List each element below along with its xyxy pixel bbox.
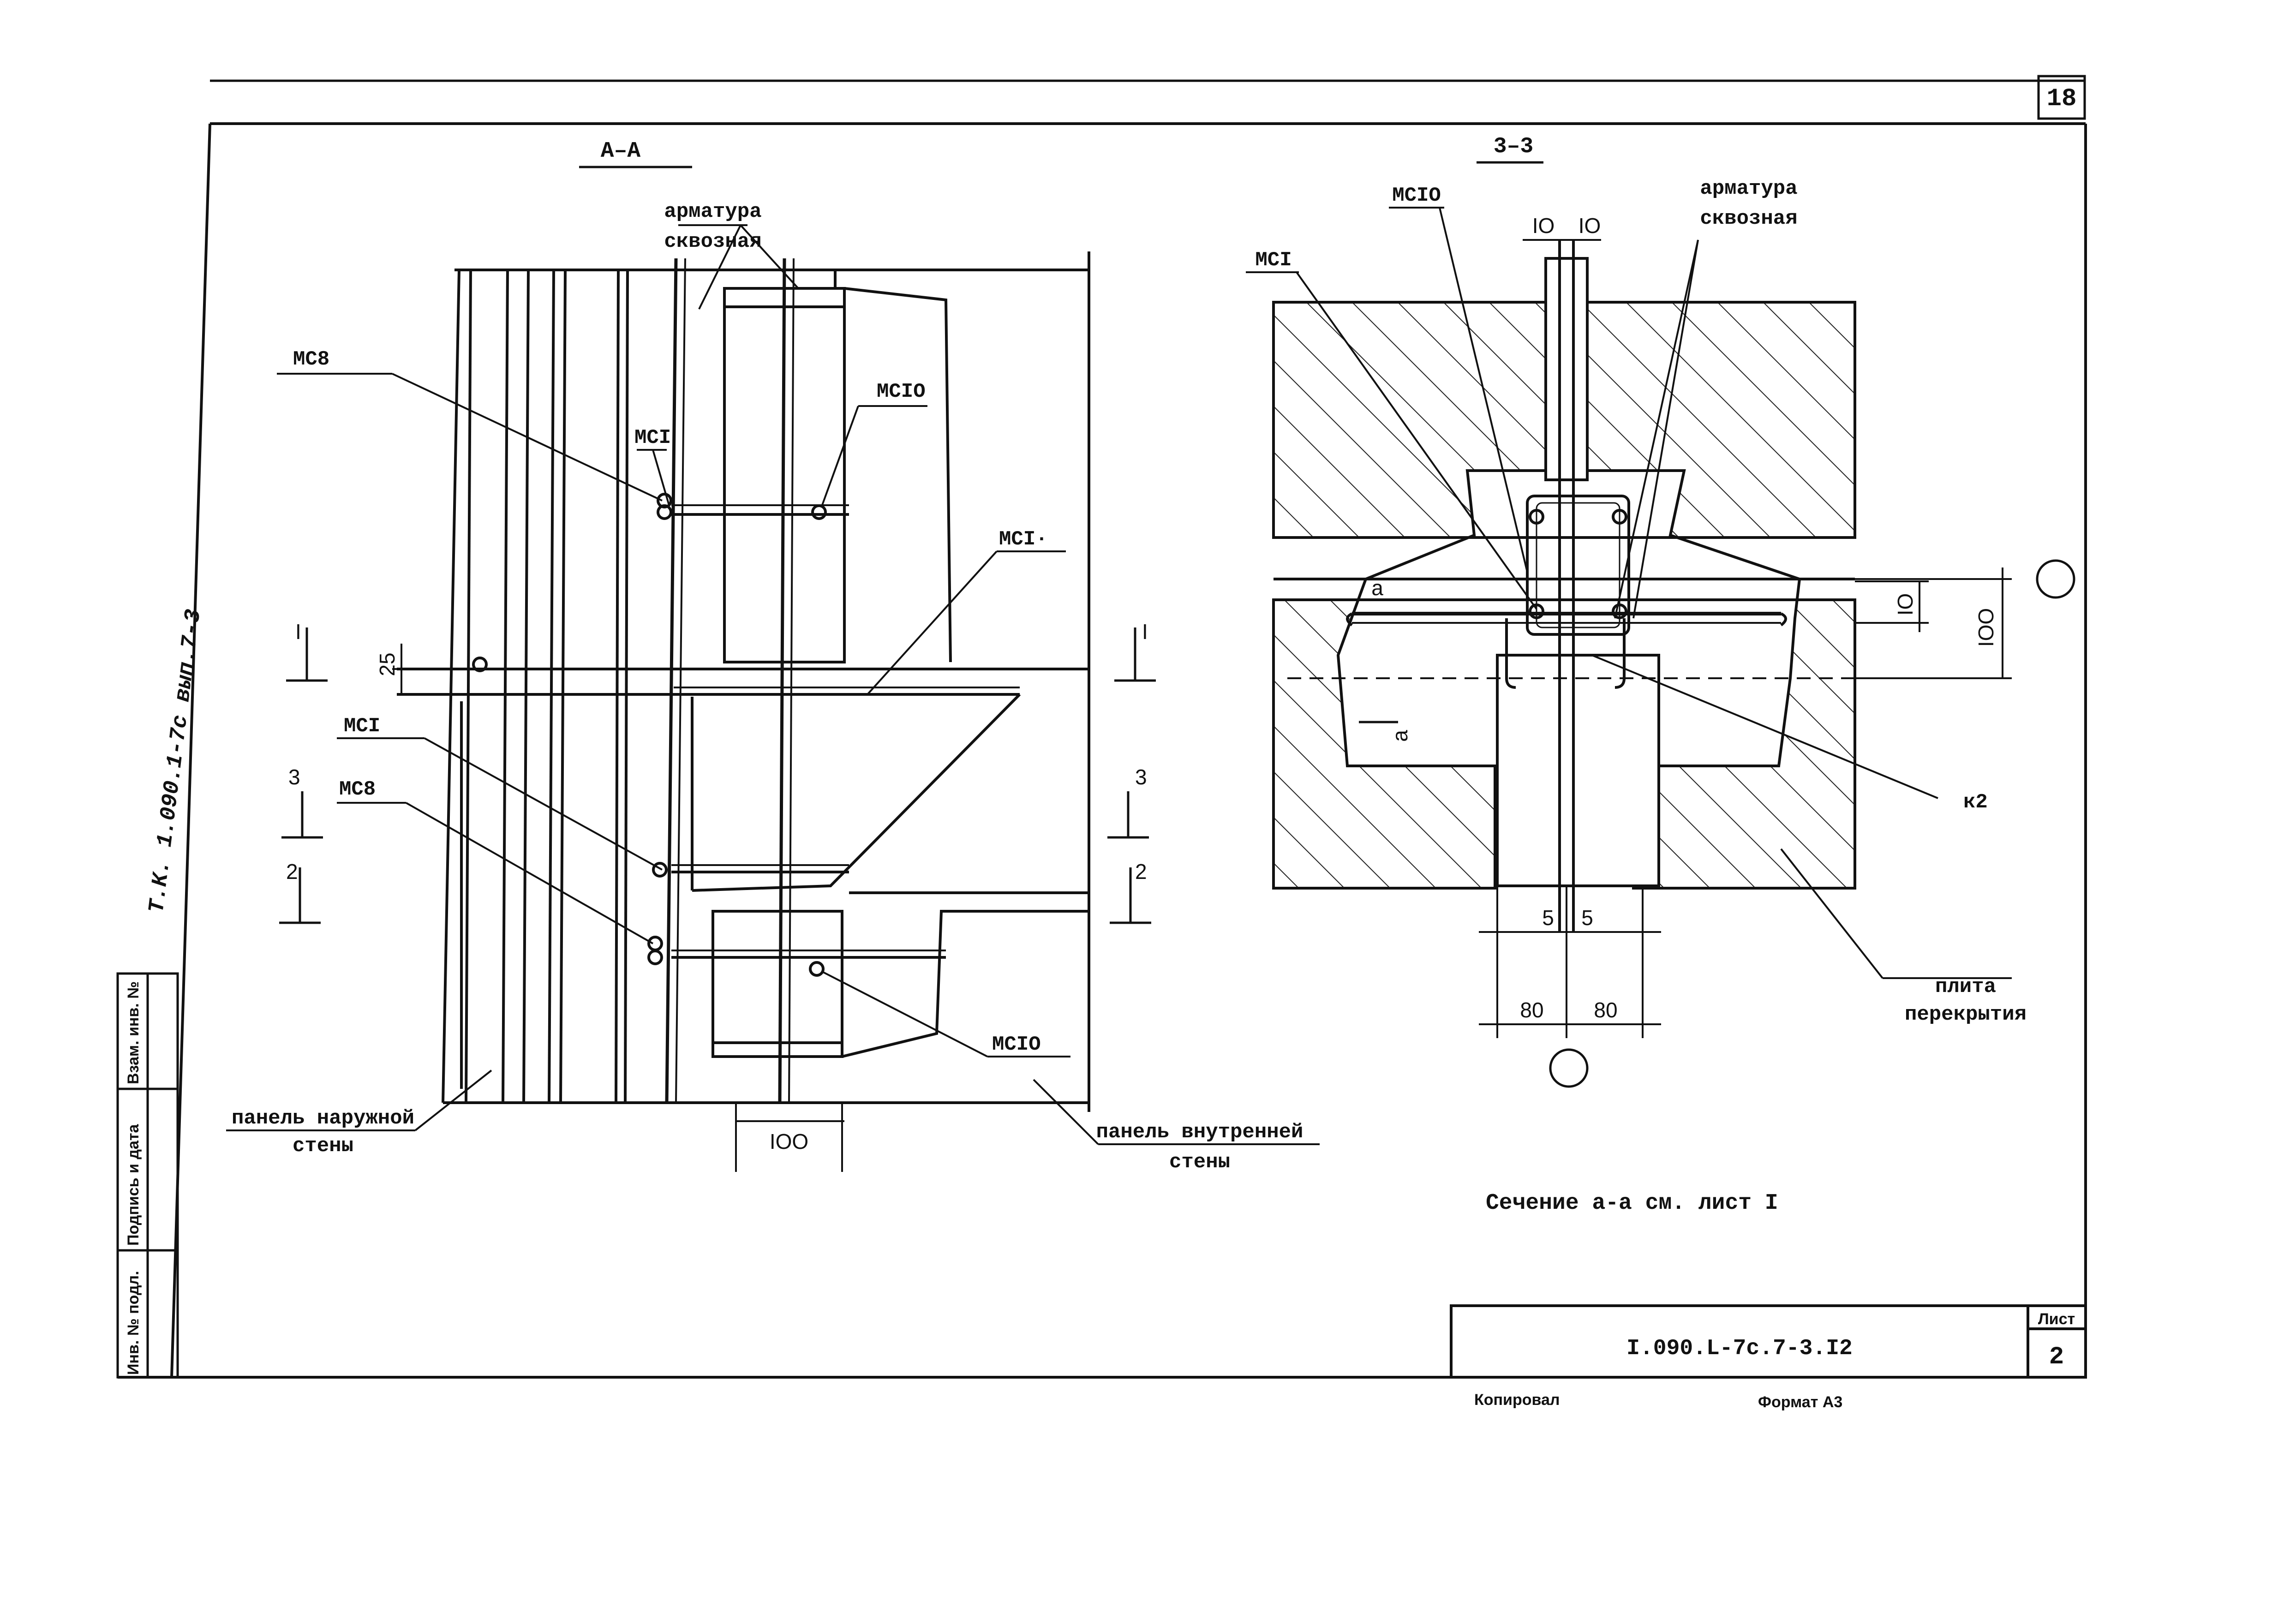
33-dim-10-right: IO <box>1578 214 1601 238</box>
page-number-box: 18 <box>2037 75 2086 120</box>
stamp-field-sign: Подпись и дата <box>125 1123 142 1246</box>
33-mark-k2: к2 <box>1963 791 1988 814</box>
section-aa-geometry <box>226 224 1320 1172</box>
title-block <box>1450 1304 2087 1379</box>
33-dim-80-left: 80 <box>1520 998 1543 1022</box>
sheet-number: 2 <box>2049 1343 2064 1371</box>
aa-mc1-mid: МСI <box>344 715 380 738</box>
33-mark-a-top: a <box>1371 576 1383 600</box>
33-rebar-label-2: сквозная <box>1700 207 1797 230</box>
aa-rebar-label-1: арматура <box>664 200 761 223</box>
33-dim-5-right: 5 <box>1581 906 1593 930</box>
side-stamp: Т.К. 1.090.1-7с вып.7-3 <box>144 608 206 914</box>
33-rebar-label-1: арматура <box>1700 177 1797 200</box>
sheet-frame <box>118 79 2087 1379</box>
aa-outer-wall-2: стены <box>293 1135 353 1158</box>
stamp-field-replace: Взам. инв. № <box>125 981 142 1084</box>
stamp-field-inv: Инв. № подл. <box>125 1271 142 1375</box>
copied-label: Копировал <box>1474 1391 1560 1409</box>
aa-dim-25: 25 <box>375 652 399 676</box>
aa-mc8-top: МС8 <box>293 348 329 371</box>
33-mc10: МСIO <box>1392 184 1441 207</box>
aa-mc1-right: МСI· <box>999 528 1048 551</box>
section-33: 3–3 <box>1246 134 2075 1088</box>
section-33-joint-cores <box>1336 257 1801 887</box>
page-number: 18 <box>2047 85 2077 113</box>
aa-cut-3-right: 3 <box>1135 765 1147 789</box>
33-slab-label-1: плита <box>1935 975 1996 998</box>
aa-outer-wall-1: панель наружной <box>232 1107 414 1130</box>
section-33-rebar-and-lines <box>1246 207 2075 1088</box>
aa-dim-100: IOO <box>770 1129 808 1153</box>
aa-inner-wall-2: стены <box>1169 1151 1230 1174</box>
section-note: Сечение а-а см. лист I <box>1486 1191 1778 1216</box>
aa-cut-1-left: I <box>295 620 301 644</box>
33-slab-label-2: перекрытия <box>1905 1003 2027 1026</box>
aa-mc10-top: МСIO <box>877 380 926 403</box>
format-label: Формат А3 <box>1758 1393 1842 1411</box>
aa-mc8-mid: МС8 <box>339 778 376 801</box>
document-code: I.090.L-7с.7-3.I2 <box>1626 1336 1853 1361</box>
aa-cut-1-right: I <box>1142 620 1148 644</box>
left-stamp-column <box>116 972 179 1379</box>
sheet-label: Лист <box>2038 1310 2075 1328</box>
33-dim-10-left: IO <box>1532 214 1555 238</box>
33-dim-10-side: IO <box>1893 593 1917 616</box>
aa-cut-3-left: 3 <box>288 765 300 789</box>
section-aa-title: А–А <box>601 139 641 164</box>
aa-cut-2-left: 2 <box>286 860 298 884</box>
aa-rebar-label-2: сквозная <box>664 230 761 253</box>
aa-mc10-bot: МСIO <box>992 1033 1041 1056</box>
33-mc1: МСI <box>1255 249 1292 272</box>
aa-mc1-top: МСI <box>634 426 671 449</box>
section-33-title: 3–3 <box>1494 134 1533 159</box>
aa-cut-2-right: 2 <box>1135 860 1147 884</box>
33-mark-a-bottom: a <box>1388 730 1412 742</box>
33-dim-80-right: 80 <box>1594 998 1617 1022</box>
33-dim-5-left: 5 <box>1542 906 1554 930</box>
33-dim-100-side: IOO <box>1974 608 1998 647</box>
aa-inner-wall-1: панель внутренней <box>1096 1121 1303 1144</box>
section-aa: А–А <box>226 139 1320 1174</box>
